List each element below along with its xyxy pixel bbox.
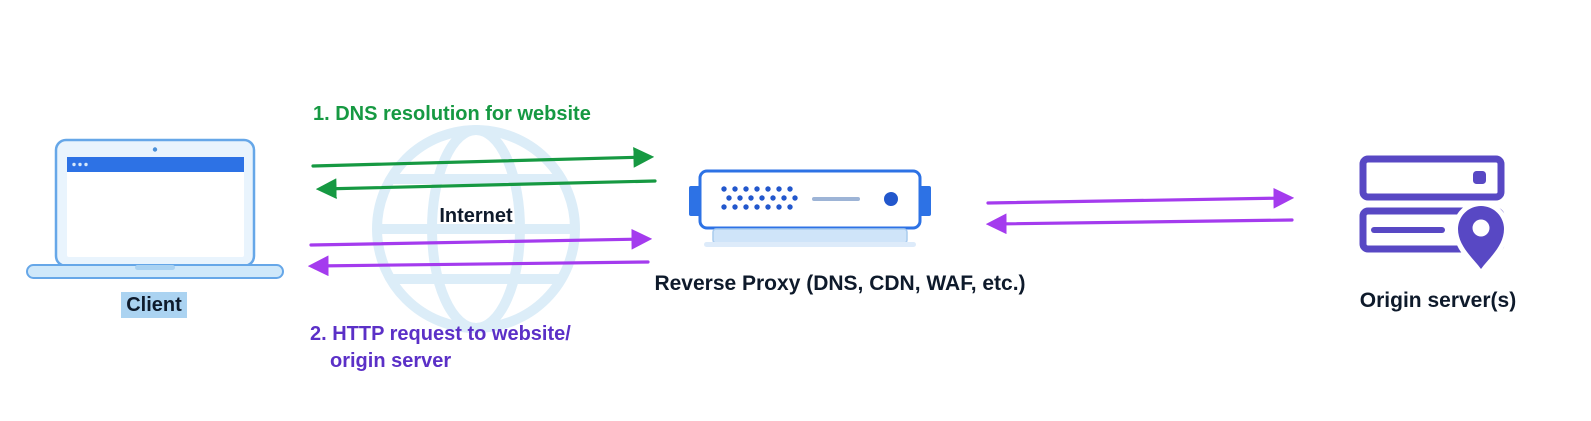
http-annotation: 2. HTTP request to website/ origin serve… <box>310 321 571 375</box>
proxy-origin-request-arrow <box>986 187 1295 209</box>
internet-label: Internet <box>439 205 513 227</box>
globe-icon <box>372 125 580 333</box>
http-annotation-line2: origin server <box>330 350 452 372</box>
camera-dot-icon <box>152 147 158 152</box>
dns-request-arrow <box>311 146 655 168</box>
http-annotation-line1: 2. HTTP request to website/ <box>310 323 571 345</box>
server-stack-icon <box>1359 155 1505 253</box>
reverse-proxy-label: Reverse Proxy (DNS, CDN, WAF, etc.) <box>654 272 1026 295</box>
client-label-text: Client <box>121 292 187 318</box>
http-request-arrow <box>309 228 653 250</box>
origin-server-label: Origin server(s) <box>1359 289 1517 312</box>
http-response-arrow <box>307 255 650 277</box>
dns-response-arrow <box>315 178 657 200</box>
router-dots-pattern <box>721 186 798 210</box>
laptop-icon <box>26 138 284 279</box>
origin-proxy-response-arrow <box>985 213 1294 235</box>
router-icon <box>689 169 931 247</box>
dns-annotation: 1. DNS resolution for website <box>313 103 591 125</box>
location-pin-icon <box>1452 201 1510 278</box>
client-label: Client <box>54 292 254 318</box>
